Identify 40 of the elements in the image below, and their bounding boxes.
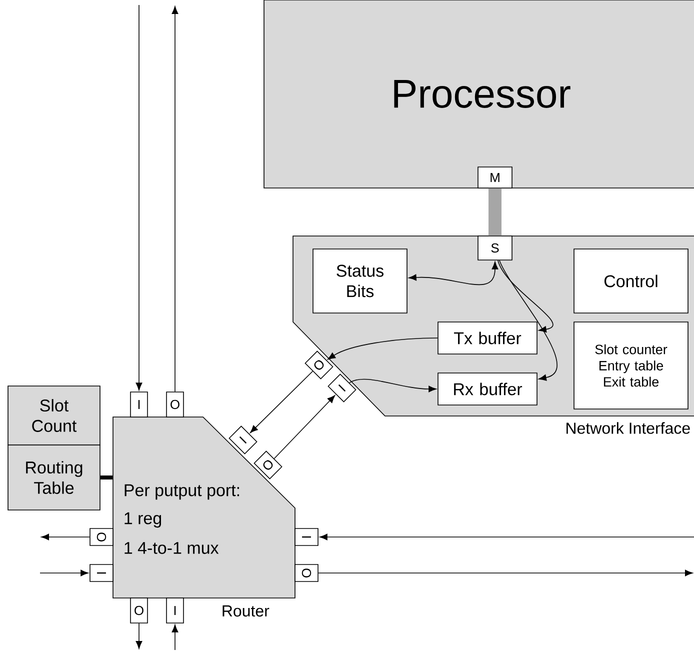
port-box: I: [90, 564, 114, 582]
arrow: [498, 260, 554, 332]
control-box: Control: [574, 248, 688, 314]
connector-bar: [488, 188, 502, 236]
arrow: [136, 623, 142, 649]
port-box: M: [478, 166, 512, 188]
port-box: I: [228, 426, 258, 454]
arrow: [41, 534, 90, 540]
arrow: [320, 534, 694, 540]
arrow: [172, 6, 178, 392]
arrow: [318, 570, 693, 576]
arrow: [136, 4, 142, 390]
arrow: [40, 570, 88, 576]
buffer-box: Rx buffer: [438, 372, 538, 406]
node-label: Network Interface: [566, 422, 690, 434]
port-box: O: [254, 450, 282, 480]
port-box: I: [130, 392, 148, 418]
port-box: I: [166, 598, 184, 624]
arrow: [349, 378, 436, 392]
status-box: Status Bits: [312, 248, 408, 314]
arrow: [250, 370, 314, 434]
table-box: Slot counter Entry table Exit table: [574, 322, 688, 410]
arrow: [274, 395, 336, 459]
port-box: O: [130, 598, 148, 624]
arrow: [172, 624, 178, 650]
port-box: S: [478, 236, 512, 260]
port-box: I: [294, 528, 318, 546]
buffer-box: Tx buffer: [438, 322, 538, 354]
slot-count-box: Slot Count: [8, 386, 100, 446]
port-box: O: [304, 350, 334, 380]
port-box: O: [166, 392, 184, 418]
port-box: I: [328, 374, 356, 402]
node-label: Router: [222, 605, 270, 617]
port-box: O: [90, 528, 114, 546]
connector-bar: [100, 476, 113, 480]
routing-table-box: Routing Table: [8, 444, 100, 510]
arrow: [499, 260, 558, 381]
port-box: O: [294, 564, 318, 582]
arrow: [328, 338, 438, 360]
arrow: [408, 262, 498, 286]
